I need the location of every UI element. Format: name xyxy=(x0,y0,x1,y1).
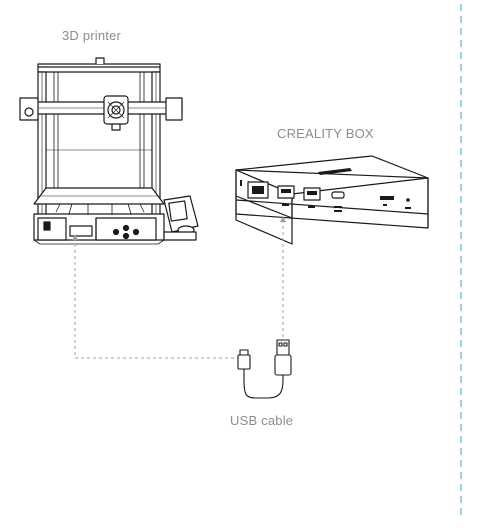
box-sd-slot xyxy=(380,196,394,200)
creality-box-label: CREALITY BOX xyxy=(277,126,374,141)
creality-box-illustration xyxy=(235,155,429,245)
printer-illustration xyxy=(19,57,199,245)
printer-label: 3D printer xyxy=(62,28,122,43)
usb-cable-illustration xyxy=(237,339,292,399)
printer-top-bar xyxy=(37,63,161,73)
box-arrow-head xyxy=(280,216,286,222)
box-reset-hole xyxy=(406,198,410,202)
usb-a-plug xyxy=(276,339,290,356)
micro-usb-plug xyxy=(239,349,249,356)
box-micro-usb-port xyxy=(331,191,345,199)
usb-cable-wire xyxy=(243,379,284,399)
printer-arrow-head xyxy=(72,234,78,240)
usb-cable-label: USB cable xyxy=(230,413,294,428)
printer-connector-dashed-line xyxy=(74,238,240,359)
